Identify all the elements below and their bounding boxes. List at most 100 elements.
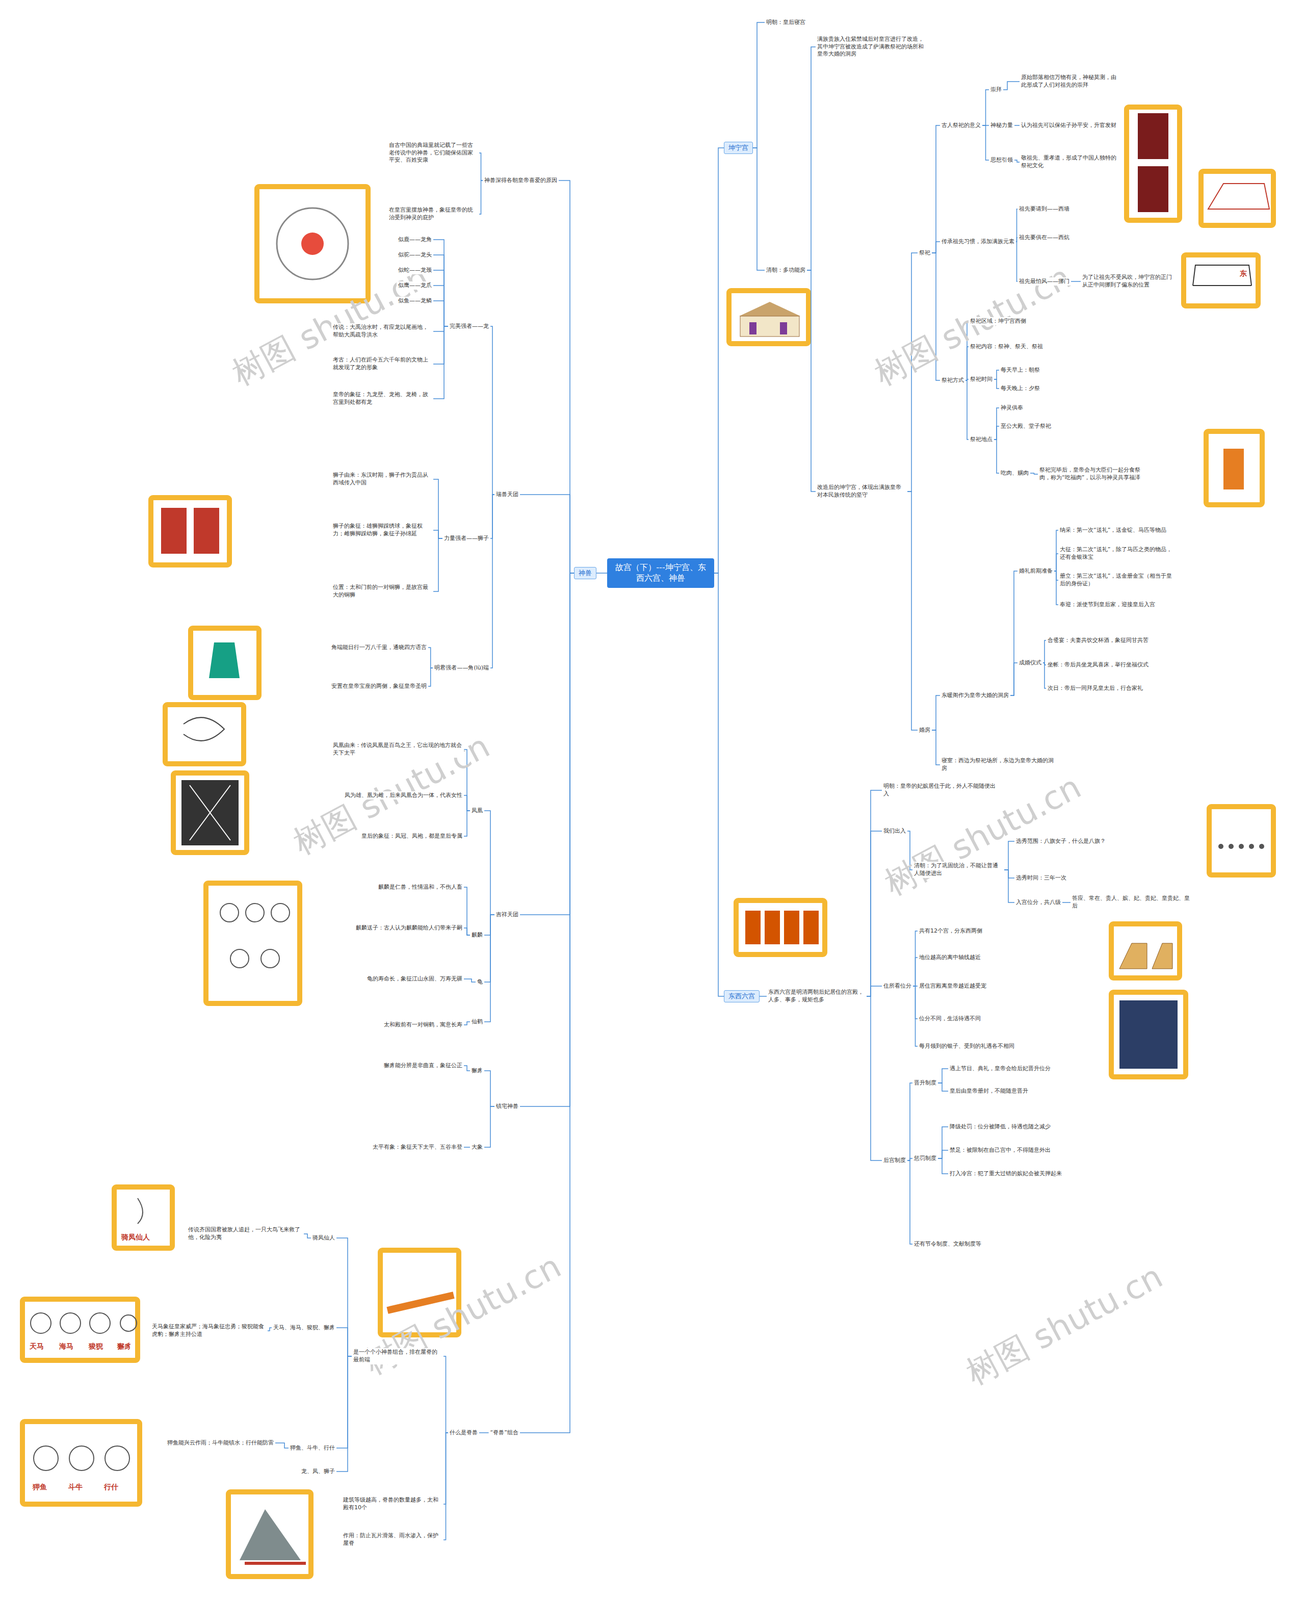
picture-frame [1209,806,1274,875]
subtopic: 凤凰由来：传说凤凰是百鸟之王，它出现的地方就会天下太平 [331,741,464,758]
subtopic: 居住宫殿离皇帝越近越受宠 [917,981,988,991]
topic-text: 还有节令制度、文献制度等 [914,1240,982,1248]
topic-text: 我们出入 [883,827,906,835]
picture-frame [728,290,809,344]
branch-line [336,1355,352,1472]
topic-text: 传说：大禹治水时，有应龙以尾画地，帮助大禹疏导洪水 [332,323,432,339]
topic-text: 祭祀地点 [970,435,993,444]
topic-text: 选秀范围：八旗女子，什么是八旗？ [1015,837,1106,846]
branch-line [907,491,918,730]
topic-text: 狮子的象征：雄狮脚踩绣球，象征权力；雌狮脚踩幼狮，象征子孙绵延 [332,522,432,538]
topic-text: 神兽 [578,568,592,578]
picture-frame [173,772,247,853]
topic-text: 清朝：多功能房 [766,266,806,275]
branch-line [1030,473,1038,475]
subtopic: 合卺宴：夫妻共饮交杯酒，象征同甘共苦 [1046,636,1151,645]
branch-line [443,1432,449,1540]
subtopic: 建筑等级越高，脊兽的数量越多，太和殿有10个 [341,1495,444,1512]
subtopic: 安置在皇帝宝座的两侧，象征皇帝圣明 [329,682,429,691]
subtopic: 明朝：皇帝的妃嫔居住于此，外人不能随便出入 [881,781,1000,799]
topic-text: 居住宫殿离皇帝越近越受宠 [919,982,987,990]
branch-line [433,239,449,327]
picture-frame [1126,107,1180,221]
branch-line [1071,280,1081,282]
main-topic: 东西六宫 [723,989,760,1003]
picture-frame [1201,171,1274,226]
subtopic: 吉祥天团 [494,910,520,920]
subtopic: 古人祭祀的意义 [940,121,983,130]
topic-text: 獬豸能分辨是非曲直，象征公正 [383,1061,463,1070]
topic-text: 册立：第三次“送礼”，送金册金宝（相当于皇后的身份证） [1059,572,1174,588]
topic-text: 为了让祖先不受风吹，坤宁宫的正门从正中间挪到了偏东的位置 [1082,273,1177,290]
topic-text: 凤为雄、凰为雌，后来凤凰合为一体，代表女性 [344,791,463,800]
subtopic: 骑凤仙人 [310,1233,337,1243]
branch-line [463,795,471,811]
topic-text: 婚房 [919,726,931,735]
branch-line [479,1431,489,1433]
topic-text: 考古：人们在距今五六千年前的文物上就发现了龙的形象 [332,356,432,372]
branch-line [433,538,443,592]
subtopic: 龟 [475,977,485,987]
subtopic: 角端能日行一万八千里，通晓四方语言 [329,643,429,652]
subtopic: 后宫制度 [881,1156,908,1165]
picture-frame [22,1298,138,1361]
topic-text: 镇宅神兽 [496,1102,519,1111]
branch-line [463,978,476,982]
topic-text: 打入冷宫：犯了重大过错的嫔妃会被关押起来 [949,1169,1062,1178]
topic-text: 天马象征皇家威严；海马象征忠勇；狻猊能食虎豹；獬豸主持公道 [151,1322,267,1339]
picture-frame [165,704,244,764]
branch-line [982,125,989,161]
branch-line [931,125,941,253]
topic-text: 似鹰——龙爪 [398,281,432,290]
branch-line [1010,662,1018,696]
topic-text: 传说齐国国君被敌人追赶，一只大鸟飞来救了他，化险为夷 [188,1225,303,1242]
branch-line [433,270,449,327]
topic-text: 龙、凤、狮子 [301,1467,335,1476]
subtopic: 婚礼前期准备 [1017,566,1055,576]
branch-line [433,326,449,364]
subtopic: 位分不同，生活待遇不同 [917,1014,983,1024]
topic-text: 瑞兽天团 [496,490,519,499]
topic-text: 祖先要供在——西炕 [1019,233,1070,242]
topic-text: 婚礼前期准备 [1019,567,1053,576]
branch-line [907,1160,913,1244]
topic-text: 每天晚上：夕祭 [1000,384,1040,393]
topic-text: 敬祖先、重孝道，形成了中国人独特的祭祀文化 [1021,154,1118,170]
branch-line [484,914,495,982]
branch-line [519,572,574,915]
topic-text: 在皇宫里摆放神兽，象征皇帝的统治受到神灵的庇护 [388,206,478,222]
subtopic: 改造后的坤宁宫，体现出满族皇帝对本民族传统的坚守 [815,483,908,500]
topic-text: 地位越高的离中轴线越近 [919,953,981,962]
topic-text: 成婚仪式 [1019,659,1042,667]
branch-line [463,1065,471,1071]
subtopic: 每天早上：朝祭 [999,366,1042,375]
picture-caption: 狎鱼 [32,1482,47,1492]
subtopic: 龟的寿命长，象征江山永固、万寿无疆 [365,974,464,984]
topic-text: 凤凰 [471,806,483,815]
picture-caption: 骑凤仙人 [121,1232,150,1242]
subtopic: 禁足：被限制在自己宫中，不得随意外出 [948,1145,1053,1155]
subtopic: 惩罚制度 [912,1154,938,1163]
subtopic: 选秀时间：三年一次 [1014,873,1068,883]
branch-line [752,147,765,271]
branch-line [479,180,483,215]
topic-text: 麒麟是仁兽，性情温和，不伤人畜 [378,883,463,892]
topic-text: 安置在皇帝宝座的两侧，象征皇帝圣明 [331,682,427,691]
topic-text: 龟的寿命长，象征江山永固、万寿无疆 [367,975,463,983]
subtopic: 地位越高的离中轴线越近 [917,953,983,962]
subtopic: 晋升制度 [912,1078,938,1088]
topic-text: 祭祀完毕后，皇帝会与大臣们一起分食祭肉，称为“吃福肉”，以示与神灵共享福泽 [1039,466,1144,482]
subtopic: 太和殿前有一对铜鹤，寓意长寿 [382,1020,464,1030]
branch-line [994,379,1000,389]
topic-text: 清朝：为了巩固统治，不能让普通人随便进出 [914,862,1003,878]
subtopic: 麒麟是仁兽，性情温和，不伤人畜 [376,882,464,892]
branch-line [912,930,918,986]
topic-text: 东暖阁作为皇帝大婚的洞房 [941,691,1009,700]
branch-line [1014,124,1020,126]
subtopic: 麒麟 [470,930,485,940]
topic-text: 崇拜 [990,86,1002,94]
subtopic: 传说：大禹治水时，有应龙以尾画地，帮助大禹疏导洪水 [331,323,434,340]
subtopic: 獬豸能分辨是非曲直，象征公正 [382,1061,464,1070]
subtopic: 祖先要供在——西炕 [1017,233,1072,243]
branch-line [1014,160,1020,163]
